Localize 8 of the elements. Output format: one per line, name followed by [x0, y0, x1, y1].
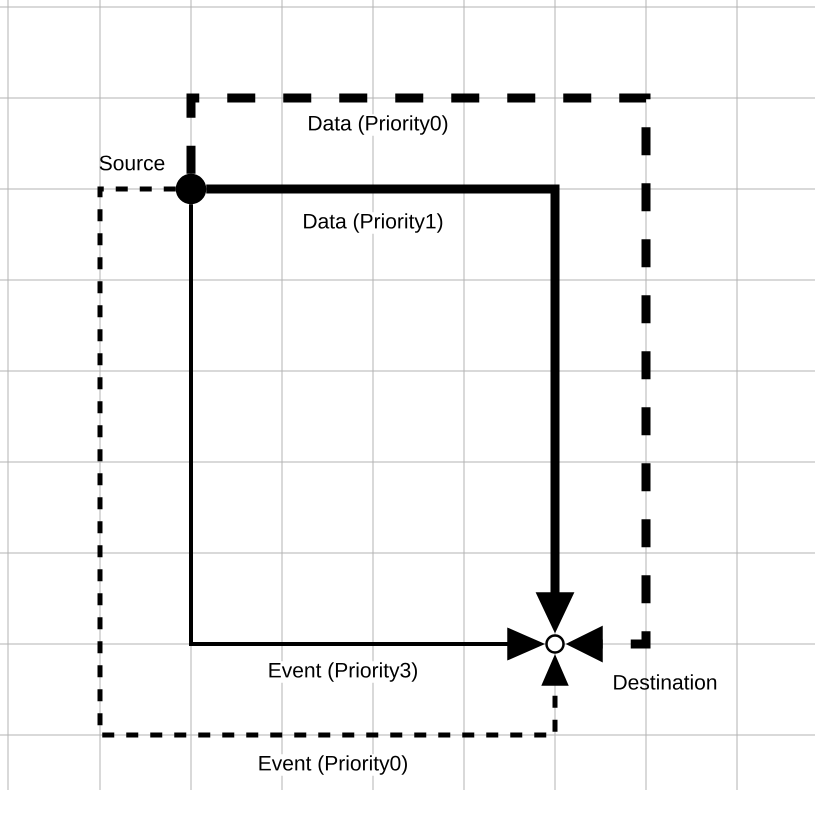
edge-label: Data (Priority0) [309, 115, 448, 135]
edge-label: Event (Priority0) [259, 755, 407, 775]
edge-label: Data (Priority1) [304, 213, 442, 233]
edge-label: Event (Priority3) [269, 662, 417, 682]
node-label: Destination [614, 674, 716, 690]
node-label: Source [100, 156, 164, 170]
endpoint-circle [545, 634, 565, 654]
endpoint-circle [176, 174, 206, 204]
